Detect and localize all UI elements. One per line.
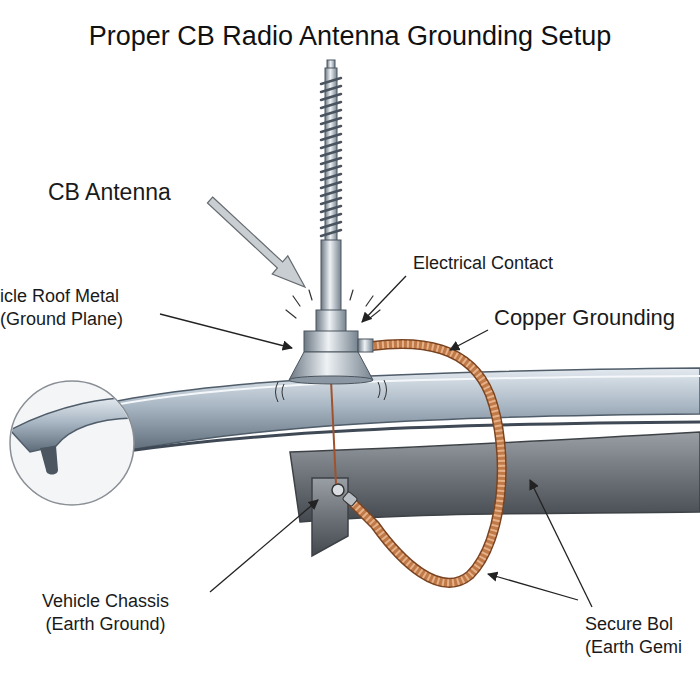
callout-label: Vehicle Chassis (Earth Ground) [40, 590, 171, 635]
callout-label: Copper Grounding [494, 304, 675, 332]
leader-line [160, 314, 292, 348]
roof-highlight [70, 376, 700, 414]
callout-label: CB Antenna [48, 178, 171, 207]
roof-lower-edge [120, 422, 700, 452]
leader-line [362, 276, 406, 322]
antenna-foot [289, 376, 373, 384]
contact-waves [276, 380, 387, 402]
leader-line [530, 480, 592, 607]
antenna-collar [316, 310, 346, 332]
roof-edge-closeup [10, 398, 140, 452]
ground-connector [358, 339, 373, 352]
bolt-hole [332, 484, 344, 496]
braid-lug [342, 491, 358, 506]
magnifier-detail [10, 398, 140, 475]
roof-lip [40, 446, 58, 475]
feed-wire [331, 380, 336, 484]
antenna-mast [321, 240, 341, 312]
diagram-title: Proper CB Radio Antenna Grounding Setup [0, 20, 700, 54]
leader-arrow [207, 197, 305, 287]
antenna-base [304, 331, 358, 352]
antenna-coil [321, 78, 341, 236]
callout-label: Electrical Contact [413, 252, 553, 275]
callout-label: Secure Bol (Earth Gemi [585, 613, 686, 658]
contact-sparks [286, 290, 380, 318]
mount-bracket [312, 478, 348, 556]
leader-line [450, 330, 488, 350]
callout-label: icle Roof Metal (Ground Plane) [0, 285, 127, 330]
roof-panel [40, 368, 700, 452]
leader-line [488, 574, 578, 600]
leader-line [210, 500, 318, 592]
